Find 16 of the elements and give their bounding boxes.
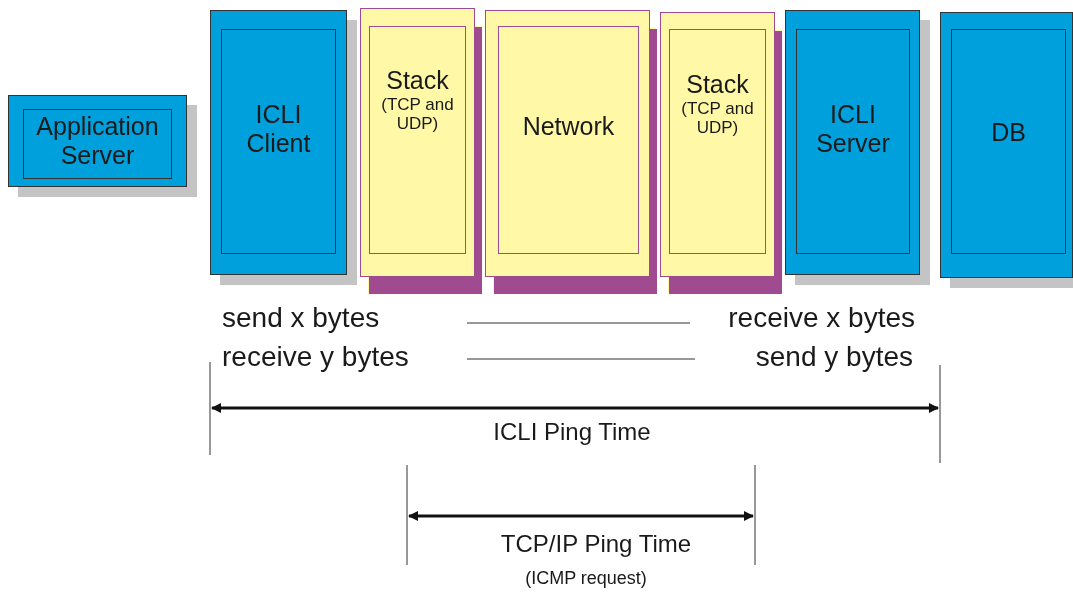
dimension-label: TCP/IP Ping Time: [500, 530, 692, 558]
node-title: Network: [522, 112, 615, 141]
send-label: send x bytes: [222, 302, 380, 334]
node-title: Application Server: [35, 112, 160, 170]
dimension-label: ICLI Ping Time: [493, 418, 651, 446]
note-text: (ICMP request): [525, 567, 647, 589]
node-subtitle: (TCP and UDP): [380, 95, 455, 133]
node-title: ICLI Client: [245, 100, 312, 158]
send-label: send y bytes: [755, 341, 913, 373]
node-subtitle: (TCP and UDP): [680, 99, 755, 137]
node-title: DB: [991, 118, 1026, 147]
receive-label: receive x bytes: [728, 302, 915, 334]
node-title: ICLI Server: [815, 100, 891, 158]
node-title: Stack: [386, 66, 449, 95]
node-title: Stack: [686, 70, 749, 99]
receive-label: receive y bytes: [222, 341, 409, 373]
